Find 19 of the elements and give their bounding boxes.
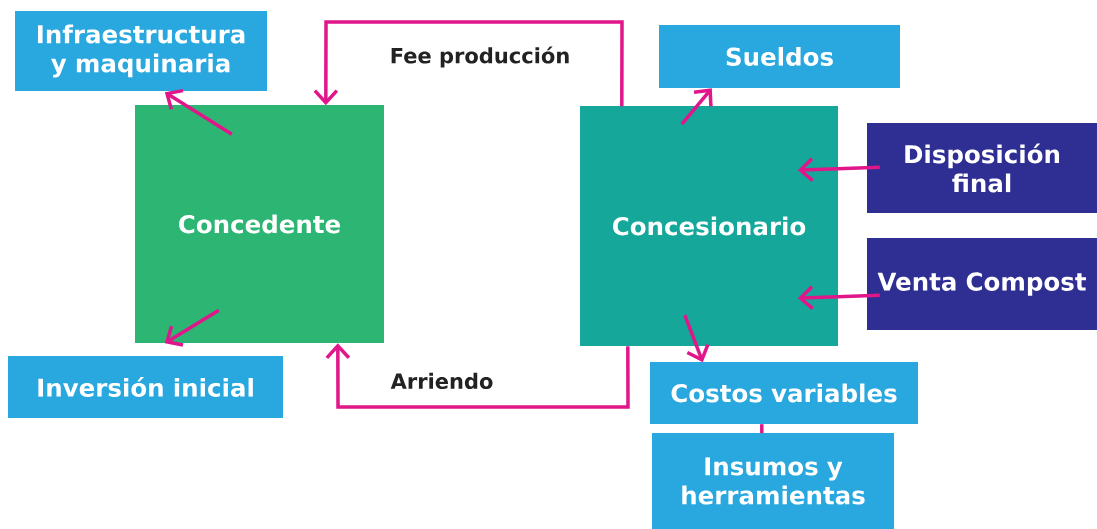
edge-label: Arriendo	[388, 370, 496, 392]
cost-box: Inversión inicial	[8, 356, 283, 418]
cost-box: Insumos y herramientas	[652, 433, 894, 529]
cost-box: Infraestructura y maquinaria	[15, 11, 267, 91]
edge-label: Fee producción	[387, 44, 573, 70]
arrow	[164, 308, 220, 347]
cost-box: Sueldos	[659, 25, 900, 88]
party-box: Concedente	[135, 105, 384, 343]
arrow	[680, 88, 713, 126]
income-box: Venta Compost	[867, 238, 1097, 330]
income-box: Disposición final	[867, 123, 1097, 213]
arrow	[325, 343, 630, 409]
cost-box: Costos variables	[650, 362, 918, 424]
arrow	[164, 88, 233, 136]
arrow	[797, 157, 880, 182]
arrow	[313, 20, 624, 107]
arrow	[683, 314, 710, 363]
arrow	[797, 285, 880, 310]
party-box: Concesionario	[580, 106, 838, 346]
